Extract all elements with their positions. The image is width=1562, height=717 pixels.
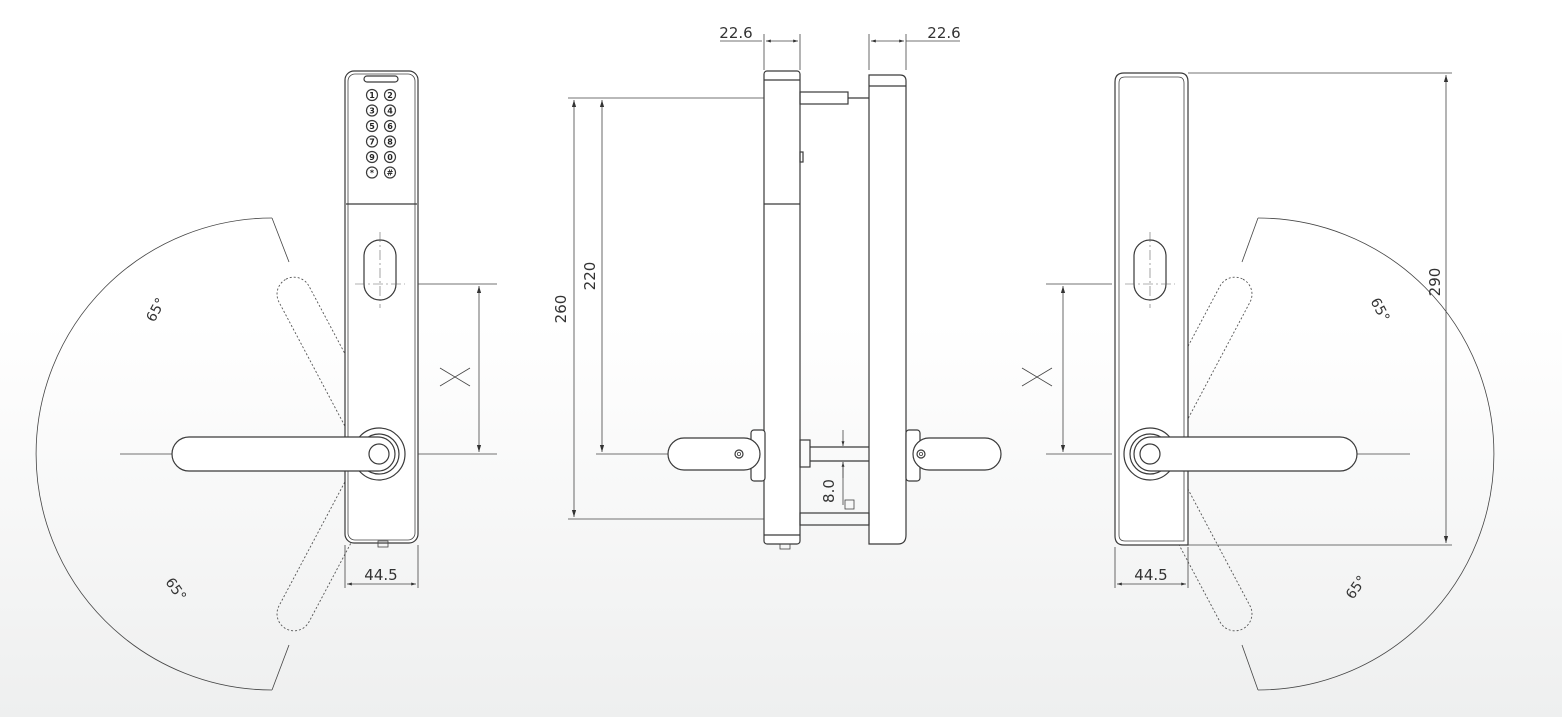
key-9: 9 — [369, 153, 375, 162]
key-8: 8 — [387, 138, 393, 147]
dim-width-right: 44.5 — [1134, 566, 1167, 584]
lock-body-right — [1114, 72, 1189, 546]
key-6: 6 — [387, 122, 393, 131]
side-view: 22.6 22.6 8.0 — [552, 24, 1002, 550]
dim-handle-side: 220 — [581, 262, 599, 291]
key-0: 0 — [387, 153, 393, 162]
key-hash: # — [387, 169, 394, 178]
angle-right-lower: 65° — [1343, 573, 1370, 603]
dim-overall-right: 290 — [1426, 268, 1444, 297]
key-4: 4 — [387, 107, 393, 116]
side-plate-left — [763, 70, 801, 545]
key-1: 1 — [369, 91, 375, 100]
key-5: 5 — [369, 122, 375, 131]
keypad: 1 2 3 4 5 6 7 8 9 0 * # — [365, 88, 397, 179]
front-view-right: 44.5 290 65° 65° — [1021, 72, 1495, 691]
front-view-left: 1 2 3 4 5 6 7 8 9 0 * # — [35, 70, 497, 691]
dim-offset-right: 22.6 — [927, 24, 960, 42]
swing-arc-right — [1257, 217, 1495, 691]
dim-overall-side: 260 — [552, 295, 570, 324]
swing-arc-left — [35, 217, 273, 691]
dim-width-left: 44.5 — [364, 566, 397, 584]
angle-right-upper: 65° — [1367, 295, 1393, 324]
key-2: 2 — [387, 91, 393, 100]
angle-left-upper: 65° — [144, 295, 170, 324]
side-handle-left — [667, 437, 761, 471]
side-handle-right — [912, 437, 1002, 471]
dim-spindle: 8.0 — [820, 479, 838, 503]
handle-right — [1133, 436, 1358, 472]
key-7: 7 — [369, 138, 375, 147]
handle-left — [171, 436, 396, 472]
key-3: 3 — [369, 107, 375, 116]
dim-offset-left: 22.6 — [719, 24, 752, 42]
lock-body-left — [344, 70, 419, 544]
side-plate-right — [868, 74, 907, 545]
key-star: * — [370, 169, 375, 178]
angle-left-lower: 65° — [162, 575, 189, 605]
